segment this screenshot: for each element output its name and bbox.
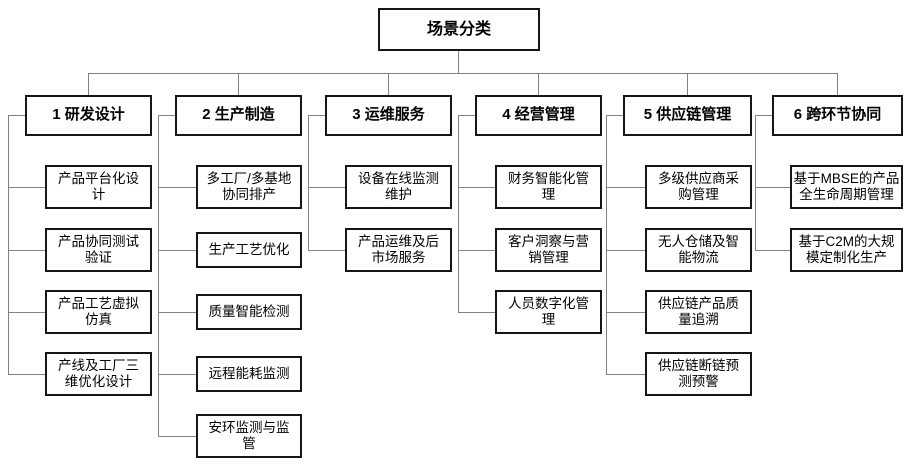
connector-child-stub — [8, 312, 45, 313]
connector-child-stub — [158, 250, 196, 251]
connector-child-stub — [755, 187, 790, 188]
connector-header-stub-6 — [755, 115, 772, 116]
node-product-om-aftermarket: 产品运维及后 市场服务 — [345, 228, 452, 272]
node-product-platform-design: 产品平台化设 计 — [45, 165, 152, 209]
connector-bus — [88, 73, 838, 74]
node-supply-chain-disruption-warning: 供应链断链预 测预警 — [645, 352, 752, 396]
node-multi-factory-scheduling: 多工厂/多基地 协同排产 — [196, 165, 302, 209]
connector-header-stub-2 — [158, 115, 175, 116]
connector-trunk-5 — [606, 115, 607, 374]
node-line-factory-3d-design: 产线及工厂三 维优化设计 — [45, 352, 152, 396]
node-process-virtual-simulation: 产品工艺虚拟 仿真 — [45, 290, 152, 334]
branch-header-cross-link: 6 跨环节协同 — [772, 95, 903, 136]
connector-header-stub-5 — [606, 115, 623, 116]
connector-child-stub — [8, 250, 45, 251]
connector-child-stub — [8, 374, 45, 375]
node-quality-inspection: 质量智能检测 — [196, 294, 302, 330]
connector-drop-2 — [238, 73, 239, 95]
connector-child-stub — [606, 187, 645, 188]
node-process-optimization: 生产工艺优化 — [196, 232, 302, 268]
connector-child-stub — [606, 374, 645, 375]
connector-child-stub — [308, 250, 345, 251]
connector-header-stub-1 — [8, 115, 25, 116]
connector-child-stub — [8, 187, 45, 188]
node-unmanned-warehouse-logistics: 无人仓储及智 能物流 — [645, 228, 752, 272]
connector-drop-1 — [88, 73, 89, 95]
connector-trunk-2 — [158, 115, 159, 436]
node-remote-energy-monitoring: 远程能耗监测 — [196, 356, 302, 392]
node-supply-chain-quality-trace: 供应链产品质 量追溯 — [645, 290, 752, 334]
connector-child-stub — [158, 436, 196, 437]
connector-drop-4 — [538, 73, 539, 95]
connector-trunk-4 — [458, 115, 459, 312]
node-finance-intelligent-mgmt: 财务智能化管 理 — [495, 165, 602, 209]
node-personnel-digital-mgmt: 人员数字化管 理 — [495, 290, 602, 334]
connector-child-stub — [606, 250, 645, 251]
branch-header-production: 2 生产制造 — [175, 95, 302, 136]
connector-root-stem — [458, 51, 459, 73]
connector-child-stub — [458, 250, 495, 251]
node-product-collab-test: 产品协同测试 验证 — [45, 228, 152, 272]
connector-trunk-6 — [755, 115, 756, 250]
connector-child-stub — [458, 312, 495, 313]
node-ehs-monitoring: 安环监测与监 管 — [196, 414, 302, 458]
connector-drop-6 — [837, 73, 838, 95]
connector-child-stub — [158, 374, 196, 375]
root-node: 场景分类 — [378, 8, 540, 51]
branch-header-business-mgmt: 4 经营管理 — [475, 95, 602, 136]
connector-child-stub — [308, 187, 345, 188]
node-multi-tier-supplier-procurement: 多级供应商采 购管理 — [645, 165, 752, 209]
connector-drop-5 — [687, 73, 688, 95]
connector-child-stub — [755, 250, 790, 251]
branch-header-supply-chain: 5 供应链管理 — [623, 95, 752, 136]
connector-child-stub — [458, 187, 495, 188]
connector-trunk-1 — [8, 115, 9, 374]
branch-header-rd-design: 1 研发设计 — [25, 95, 152, 136]
connector-drop-3 — [388, 73, 389, 95]
node-mbse-lifecycle-mgmt: 基于MBSE的产品 全生命周期管理 — [790, 165, 903, 209]
node-c2m-mass-customization: 基于C2M的大规 模定制化生产 — [790, 228, 903, 272]
node-customer-insight-marketing: 客户洞察与营 销管理 — [495, 228, 602, 272]
node-equipment-online-monitoring: 设备在线监测 维护 — [345, 165, 452, 209]
connector-trunk-3 — [308, 115, 309, 250]
connector-child-stub — [158, 187, 196, 188]
connector-header-stub-4 — [458, 115, 475, 116]
connector-child-stub — [606, 312, 645, 313]
connector-header-stub-3 — [308, 115, 325, 116]
connector-child-stub — [158, 312, 196, 313]
branch-header-om-service: 3 运维服务 — [325, 95, 452, 136]
